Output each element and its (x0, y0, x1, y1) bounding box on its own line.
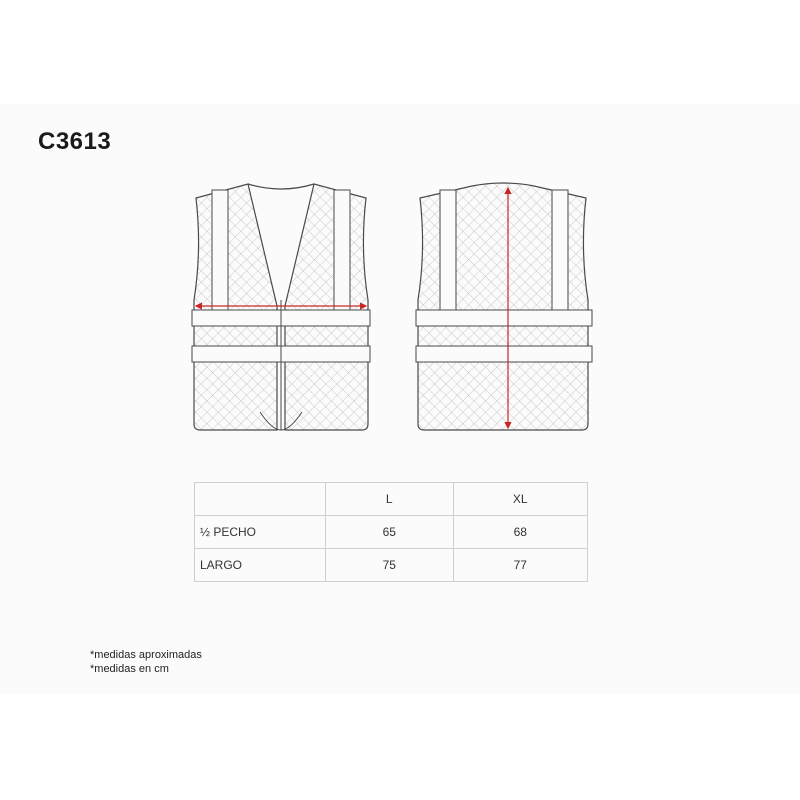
footnote: *medidas aproximadas (90, 649, 202, 661)
table-header-row: L XL (194, 482, 589, 516)
table-cell: 75 (325, 548, 454, 582)
footnotes: *medidas aproximadas *medidas en cm (90, 648, 202, 676)
table-header-cell: L (325, 482, 454, 516)
table-row: LARGO 75 77 (194, 548, 589, 582)
vest-back-drawing (415, 182, 593, 431)
product-code: C3613 (38, 128, 112, 155)
size-table: L XL ½ PECHO 65 68 LARGO 75 77 (194, 482, 589, 582)
table-cell: 65 (325, 515, 454, 549)
table-cell: 68 (452, 515, 589, 549)
spec-sheet (0, 104, 800, 694)
vest-front-drawing (191, 183, 371, 431)
table-row: ½ PECHO 65 68 (194, 515, 589, 549)
table-header-cell: XL (452, 482, 589, 516)
table-header-cell (194, 482, 326, 516)
row-label: ½ PECHO (194, 515, 326, 549)
table-cell: 77 (452, 548, 589, 582)
footnote: *medidas en cm (90, 663, 169, 675)
row-label: LARGO (194, 548, 326, 582)
